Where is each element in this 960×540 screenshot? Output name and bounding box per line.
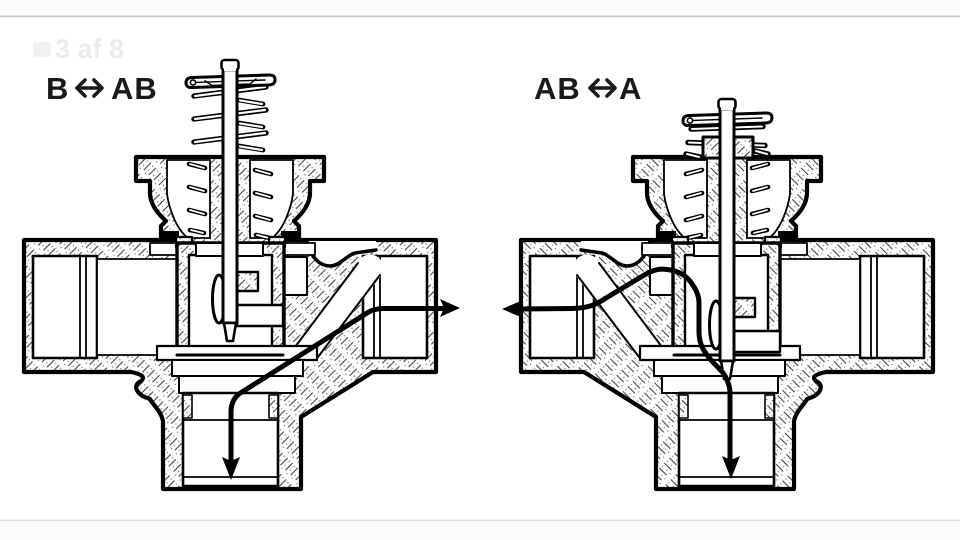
svg-text:3 af 8: 3 af 8 [55,34,124,64]
svg-text:A: A [619,71,642,106]
svg-text:AB: AB [534,71,581,106]
svg-text:AB: AB [111,71,158,106]
svg-text:B: B [46,71,69,106]
